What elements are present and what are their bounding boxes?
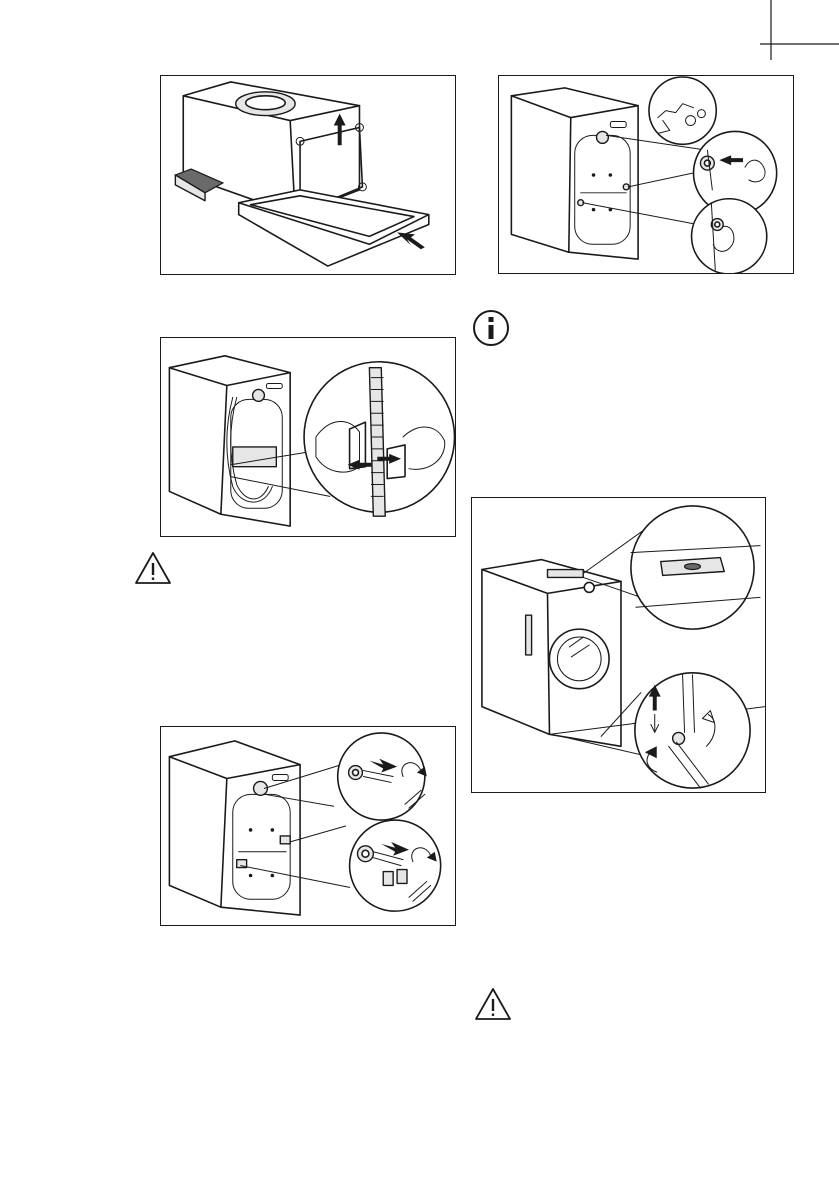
- leveling-illustration: [471, 497, 766, 793]
- rear-bolts-removal-illustration: [498, 75, 794, 274]
- transit-bolts-illustration: [160, 726, 456, 926]
- crop-mark: [0, 0, 839, 60]
- remove-packaging-illustration: [160, 75, 456, 275]
- warning-triangle-icon: [473, 986, 513, 1022]
- warning-triangle-icon: [133, 550, 173, 586]
- hose-clamp-illustration: [160, 337, 456, 537]
- info-icon: [471, 308, 511, 348]
